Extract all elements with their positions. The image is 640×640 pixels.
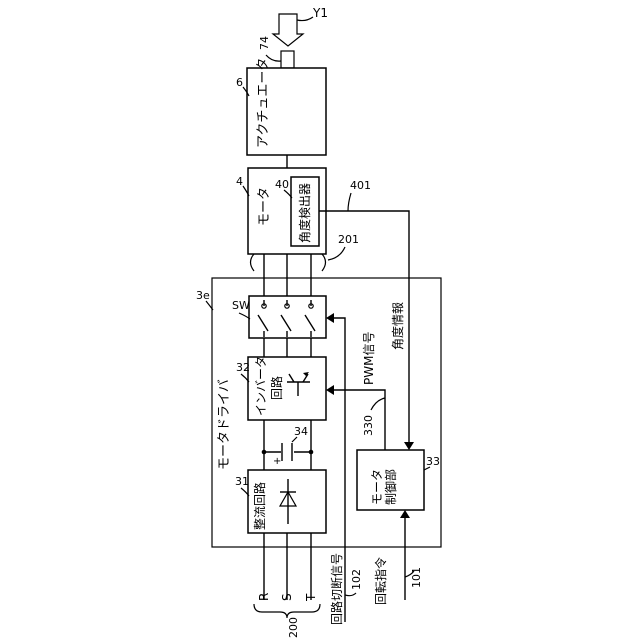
motor-label: モータ [257, 187, 272, 226]
shaft-ref: 74 [258, 36, 271, 50]
power-brace [254, 604, 320, 618]
cable-bracket-left [251, 254, 255, 271]
input-arrow [273, 14, 303, 46]
pwm-ref: 330 [362, 415, 375, 436]
motor-driver-label: モータドライバ [217, 379, 232, 470]
angle-detector-label: 角度検出器 [297, 183, 312, 243]
input-label: Y1 [312, 6, 328, 20]
cable-bracket-right [322, 254, 326, 271]
rotation-command-label: 回転指令 [373, 557, 388, 605]
motor-controller-label-1: モータ [370, 469, 384, 505]
inverter-label-2: 回路 [269, 376, 284, 400]
switch-ref: SW [232, 299, 250, 312]
angle-info-ref: 401 [350, 179, 371, 192]
motor-driver-ref: 3e [196, 289, 210, 302]
inverter-label-1: インバータ [254, 356, 268, 416]
cutoff-label: 回路切断信号 [329, 553, 344, 625]
motor-controller-ref: 33 [426, 455, 440, 468]
actuator-label: アクチュエータ [256, 58, 271, 148]
capacitor-plus: + [273, 456, 281, 467]
cable-ref: 201 [338, 233, 359, 246]
angle-info-label: 角度情報 [390, 302, 405, 350]
power-lines-ref: 200 [287, 617, 300, 638]
motor-controller-label-2: 制御部 [383, 469, 398, 505]
phase-r-label: R [257, 593, 271, 601]
pwm-label: PWM信号 [362, 332, 376, 385]
capacitor-ref: 34 [294, 425, 308, 438]
rectifier-ref: 31 [235, 475, 249, 488]
inverter-ref: 32 [236, 361, 250, 374]
angle-detector-ref: 40 [275, 178, 289, 191]
motor-ref: 4 [236, 175, 243, 188]
phase-s-label: S [280, 593, 294, 601]
rotation-command-ref: 101 [410, 567, 423, 588]
actuator-ref: 6 [236, 76, 243, 89]
pwm-signal-line [334, 390, 385, 450]
shaft-74 [281, 51, 294, 68]
phase-t-label: T [304, 593, 318, 602]
rectifier-label: 整流回路 [252, 482, 267, 530]
cutoff-ref: 102 [350, 569, 363, 590]
